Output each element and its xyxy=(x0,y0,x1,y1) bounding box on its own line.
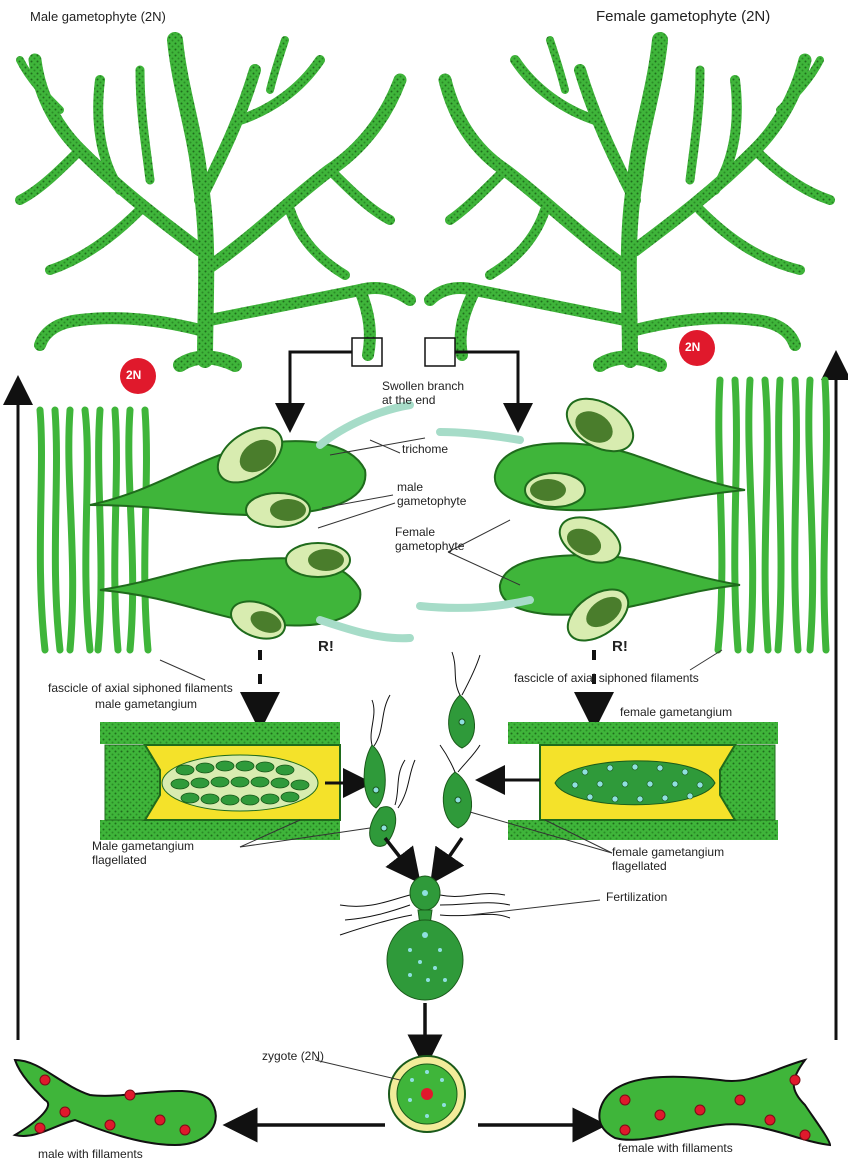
fascicle-right-label: fascicle of axial siphoned filaments xyxy=(514,672,699,686)
male-gametangium-flagellated-label: Male gametangium flagellated xyxy=(92,840,194,868)
male-to-fertilization-arrow xyxy=(385,838,410,870)
male-germling xyxy=(15,1060,216,1145)
trichome-label: trichome xyxy=(402,443,448,457)
male-gametophyte-small-label: male gametophyte xyxy=(397,481,466,509)
female-swollen-branches xyxy=(420,388,745,651)
zoom-box-right xyxy=(425,338,455,366)
male-with-filaments-label: male with fillaments xyxy=(38,1148,143,1162)
zygote xyxy=(389,1056,465,1132)
female-gametophyte-thallus xyxy=(430,40,830,365)
male-gametangium-label: male gametangium xyxy=(95,698,197,712)
female-gametophyte-small-label: Female gametophyte xyxy=(395,526,464,554)
male-gametophyte-thallus xyxy=(20,40,410,365)
female-to-fertilization-arrow xyxy=(440,838,462,870)
zygote-label: zygote (2N) xyxy=(262,1050,324,1064)
zoom-arrow-left xyxy=(290,352,352,418)
male-gametangium-section xyxy=(100,722,358,840)
male-gametes xyxy=(364,695,415,846)
ploidy-badge-left-text: 2N xyxy=(126,369,141,383)
female-gametangium-flagellated-label: female gametangium flagellated xyxy=(612,846,724,874)
female-gametes xyxy=(440,652,480,828)
fascicle-left-label: fascicle of axial siphoned filaments xyxy=(48,682,233,696)
fertilization-label: Fertilization xyxy=(606,891,667,905)
male-gametophyte-title: Male gametophyte (2N) xyxy=(30,10,166,25)
meiosis-label-right: R! xyxy=(612,638,628,655)
meiosis-label-left: R! xyxy=(318,638,334,655)
ploidy-badge-right-text: 2N xyxy=(685,341,700,355)
female-gametophyte-title: Female gametophyte (2N) xyxy=(596,8,770,25)
female-with-filaments-label: female with fillaments xyxy=(618,1142,733,1156)
fascicle-left xyxy=(40,410,148,650)
fertilization-figure xyxy=(340,876,510,1000)
female-gametangium-label: female gametangium xyxy=(620,706,732,720)
female-gametangium-section xyxy=(490,722,778,840)
female-germling xyxy=(599,1060,830,1145)
male-swollen-branches xyxy=(90,405,410,646)
swollen-branch-label: Swollen branch at the end xyxy=(382,380,464,408)
zoom-arrow-right xyxy=(455,352,518,418)
fascicle-right xyxy=(718,380,826,650)
